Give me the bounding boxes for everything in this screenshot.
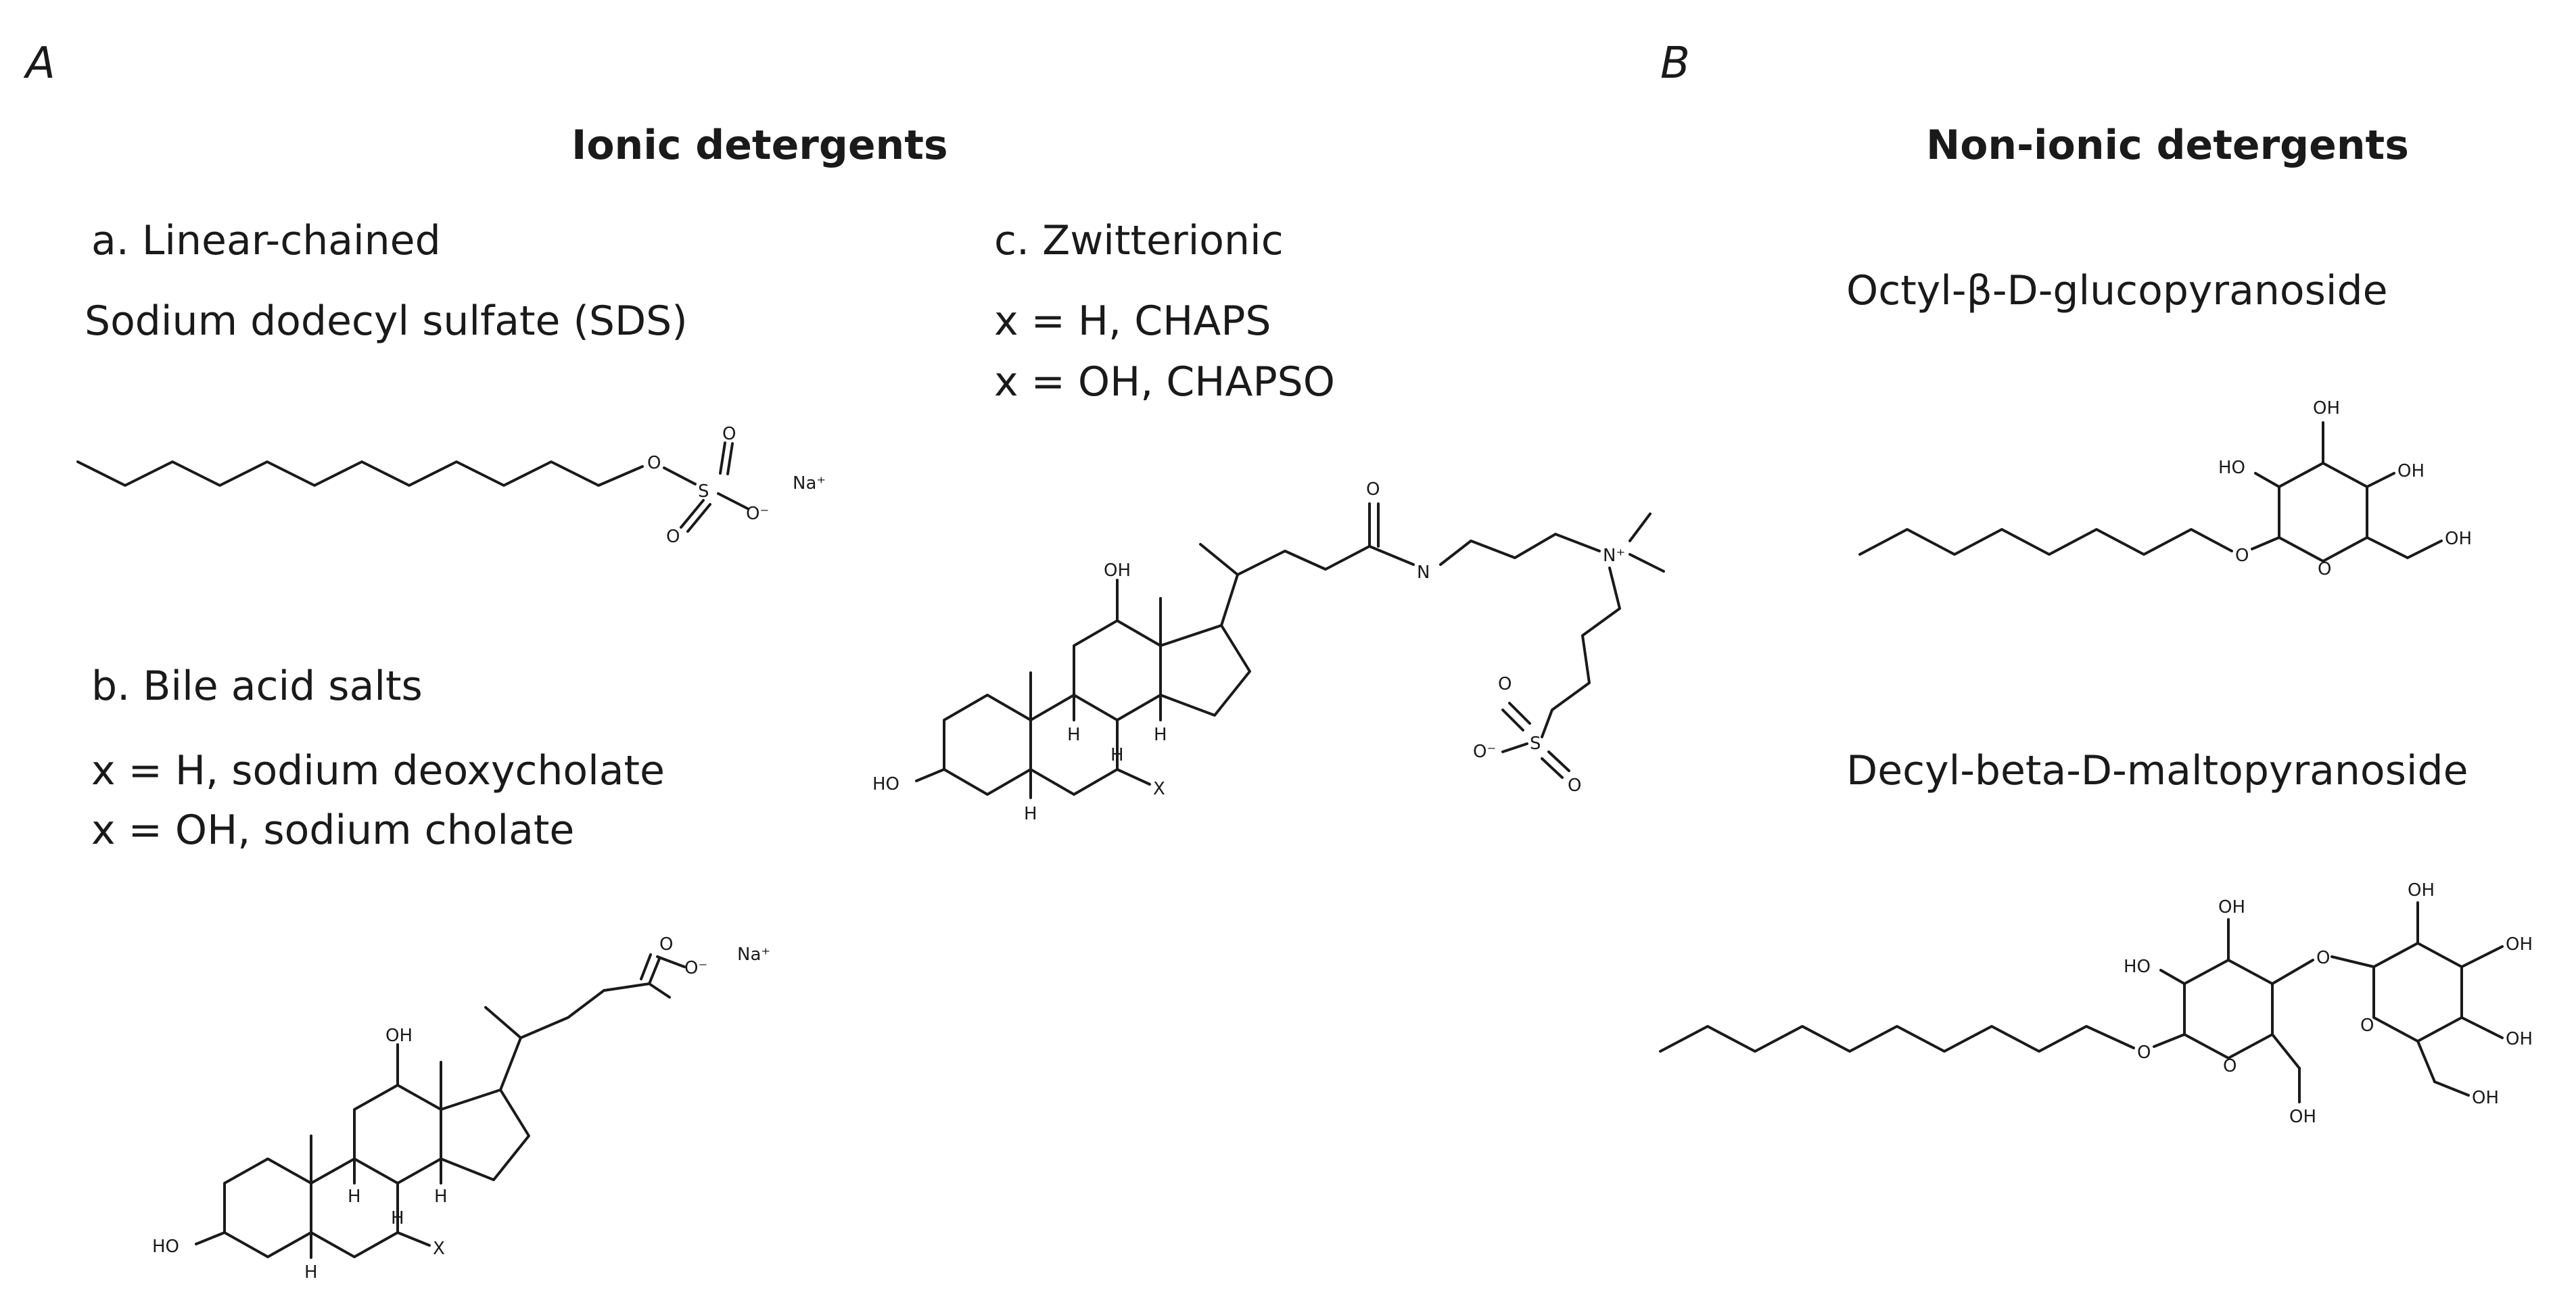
bile-h-5: H <box>304 1262 318 1283</box>
decyl-o-glycosidic: O <box>2137 1043 2151 1063</box>
chaps-carbonyl-o: O <box>1366 479 1380 500</box>
octyl-o-ring: O <box>2318 559 2331 579</box>
sds-o-bottom: O <box>666 527 680 547</box>
bile-h-14: H <box>434 1187 448 1207</box>
octyl-glucopyranoside-structure: O O HO OH OH OH <box>1858 398 2472 579</box>
sds-o-top: O <box>722 424 736 444</box>
zwitterionic-line-1: x = H, CHAPS <box>994 297 1271 345</box>
decyl-oh-6: OH <box>2472 1088 2499 1108</box>
bile-acid-line-2: x = OH, sodium cholate <box>91 807 575 854</box>
chaps-h-14: H <box>1154 725 1167 745</box>
bile-acid-line-1: x = H, sodium deoxycholate <box>91 747 665 794</box>
decyl-o-ring-2: O <box>2360 1016 2374 1036</box>
bile-ho: HO <box>152 1237 179 1257</box>
chaps-x: X <box>1153 779 1165 799</box>
non-ionic-detergents-title: Non-ionic detergents <box>1926 122 2409 169</box>
bile-h-9: H <box>348 1187 361 1207</box>
decyl-ho: HO <box>2124 957 2151 977</box>
decyl-oh-1: OH <box>2218 897 2245 917</box>
chaps-o-bottom: O <box>1568 775 1581 796</box>
bile-sodium: Na⁺ <box>737 945 770 965</box>
sds-sodium: Na⁺ <box>793 473 826 494</box>
chaps-n-plus: N⁺ <box>1603 546 1625 566</box>
bile-h-8: H <box>391 1208 404 1228</box>
sds-s-atom: S <box>698 481 709 502</box>
octyl-oh-ch2: OH <box>2445 529 2472 549</box>
decyl-oh-5: OH <box>2506 1029 2533 1049</box>
bile-acid-salts-heading: b. Bile acid salts <box>91 663 423 710</box>
chaps-oh: OH <box>1104 560 1131 581</box>
bile-o-minus: O⁻ <box>684 958 707 978</box>
sds-o-minus: O⁻ <box>746 504 769 524</box>
decyl-oh-4: OH <box>2506 934 2533 955</box>
decyl-maltopyranoside-structure: O O O O HO OH OH OH OH OH OH <box>1659 880 2533 1127</box>
panel-letter-a: A <box>26 39 55 89</box>
sds-structure: O S O O O⁻ Na⁺ <box>76 424 826 547</box>
zwitterionic-line-2: x = OH, CHAPSO <box>994 358 1335 406</box>
bile-x: X <box>433 1239 445 1259</box>
bile-oh: OH <box>385 1026 413 1046</box>
decyl-oh-2: OH <box>2289 1107 2316 1127</box>
bile-o-top: O <box>659 934 673 955</box>
chaps-o-minus: O⁻ <box>1473 742 1496 762</box>
chaps-h-9: H <box>1067 725 1081 745</box>
bile-acid-structure: HO OH X H H H H O O⁻ Na⁺ <box>152 934 770 1283</box>
chaps-h-5: H <box>1024 804 1037 824</box>
octyl-o-glycosidic: O <box>2235 546 2249 566</box>
panel-letter-b: B <box>1660 39 1690 89</box>
decyl-oh-3: OH <box>2408 880 2435 901</box>
decyl-o-ring-1: O <box>2223 1056 2237 1076</box>
chaps-h-8: H <box>1110 745 1124 765</box>
zwitterionic-heading: c. Zwitterionic <box>994 217 1284 264</box>
decyl-o-bridge: O <box>2316 948 2330 968</box>
chaps-s-atom: S <box>1530 734 1541 754</box>
linear-chained-heading: a. Linear-chained <box>91 217 441 264</box>
octyl-glucopyranoside-name: Octyl-β-D-glucopyranoside <box>1846 267 2388 314</box>
chaps-o-top: O <box>1498 674 1512 694</box>
sds-o-atom: O <box>647 453 661 473</box>
decyl-maltopyranoside-name: Decyl-beta-D-maltopyranoside <box>1846 747 2468 794</box>
chaps-ho: HO <box>872 774 899 794</box>
sds-name: Sodium dodecyl sulfate (SDS) <box>85 297 688 345</box>
octyl-ho: HO <box>2218 458 2245 478</box>
octyl-oh-right: OH <box>2397 461 2425 481</box>
octyl-oh-top: OH <box>2313 398 2340 419</box>
ionic-detergents-title: Ionic detergents <box>571 122 948 169</box>
chaps-n-amide: N <box>1417 563 1430 583</box>
chaps-structure: HO OH X H H H H O N N⁺ O S O O⁻ <box>872 479 1665 824</box>
